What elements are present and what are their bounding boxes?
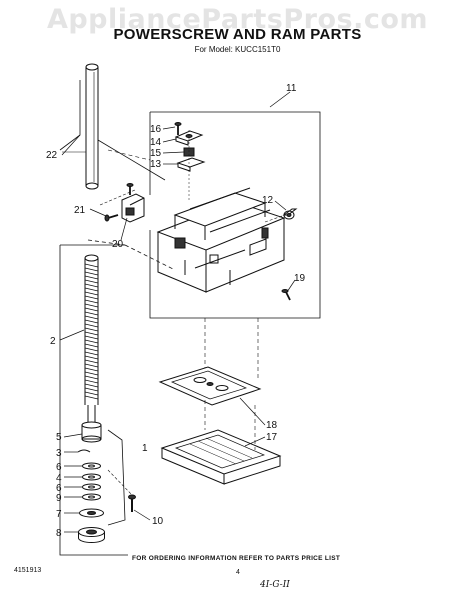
part-8-gear (78, 527, 105, 543)
callout-7: 7 (56, 509, 62, 520)
part-13-base (176, 157, 206, 172)
part-10-screw (128, 494, 136, 512)
callout-6a: 6 (56, 462, 62, 473)
page-number: 4 (236, 569, 240, 576)
handwritten-note: 4I-G-II (260, 580, 290, 590)
part-7-sprocket (79, 508, 104, 518)
part-5-bearing (81, 421, 102, 443)
part-2-powerscrew (84, 254, 99, 425)
callout-17: 17 (266, 432, 278, 443)
callout-16: 16 (150, 124, 162, 135)
callout-21: 21 (74, 205, 86, 216)
callout-20: 20 (112, 239, 124, 250)
callout-2: 2 (50, 336, 56, 347)
part-20-bracket (121, 193, 145, 223)
ram-housing (156, 187, 286, 293)
part-1-bracket (107, 429, 126, 526)
callout-12: 12 (262, 195, 274, 206)
callout-5: 5 (56, 432, 62, 443)
model-subtitle: For Model: KUCC151T0 (194, 45, 281, 54)
watermark: AppliancePartsPros.com (46, 4, 429, 35)
part-6-washer-b (82, 483, 101, 491)
callout-9: 9 (56, 493, 62, 504)
part-9-washer (82, 493, 101, 501)
callout-14: 14 (150, 137, 162, 148)
ordering-footer: FOR ORDERING INFORMATION REFER TO PARTS … (132, 555, 341, 562)
diagram-title: POWERSCREW AND RAM PARTS (113, 26, 362, 43)
part-4-washer (82, 473, 101, 481)
part-12-bushing (282, 208, 298, 220)
callout-4: 4 (56, 473, 62, 484)
part-11-frame (149, 111, 321, 319)
callout-22: 22 (46, 150, 58, 161)
callout-10: 10 (152, 516, 164, 527)
callout-11: 11 (286, 83, 297, 94)
callout-6b: 6 (56, 483, 62, 494)
callout-3: 3 (56, 448, 62, 459)
callout-18: 18 (266, 420, 278, 431)
part-21-screw-side (104, 214, 119, 222)
part-19-screw (281, 289, 291, 301)
part-17-pan (160, 429, 282, 485)
part-22-bracket (59, 80, 81, 151)
part-6-washer-a (82, 462, 101, 470)
part-18-gasket (158, 366, 262, 406)
document-number: 4151913 (14, 567, 42, 574)
leader-box-connector (97, 139, 166, 181)
callout-19: 19 (294, 273, 306, 284)
part-3-clip (77, 449, 91, 453)
callout-15: 15 (150, 148, 162, 159)
part-22-column (85, 63, 99, 190)
part-16-screw (174, 122, 182, 135)
powerscrew-frame-left (59, 245, 128, 556)
part-21-screw-top (126, 183, 134, 195)
callout-8: 8 (56, 528, 62, 539)
leader-lines (59, 91, 296, 533)
callout-1: 1 (142, 443, 148, 454)
callout-13: 13 (150, 159, 162, 170)
